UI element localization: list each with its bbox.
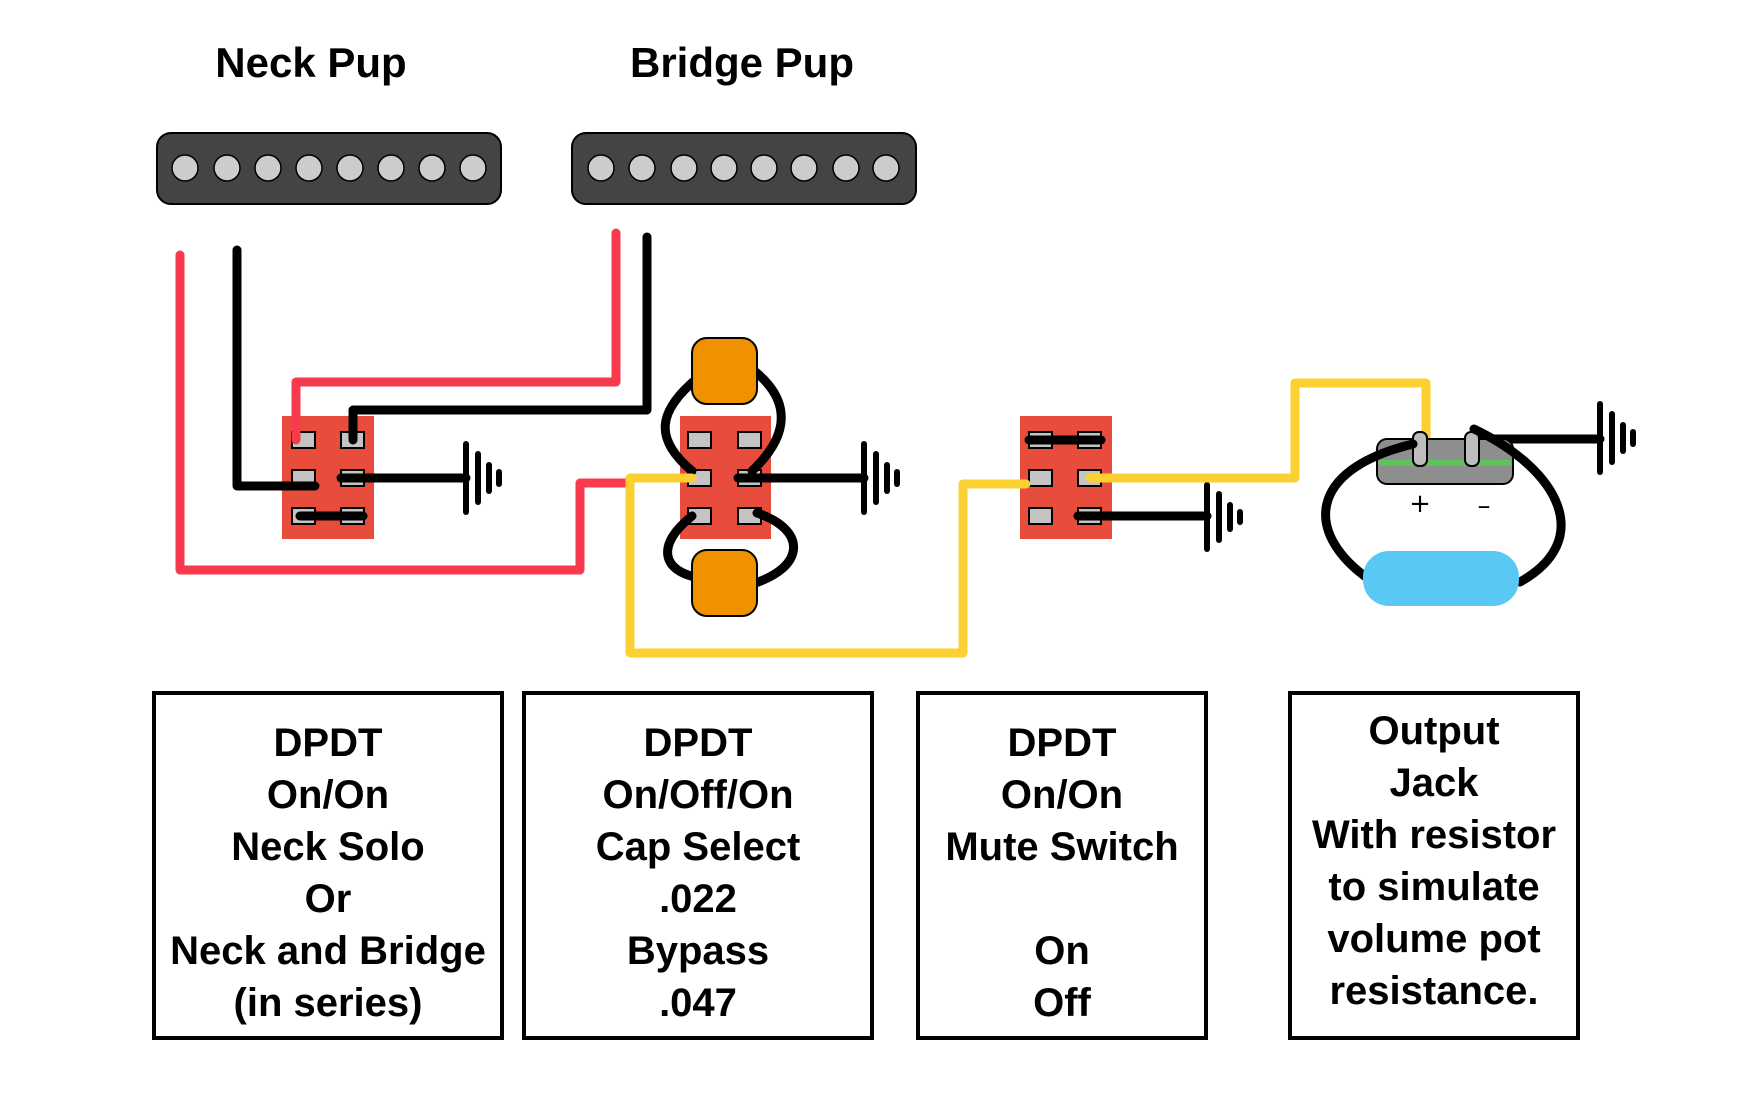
jack-minus-label: –	[1478, 491, 1491, 521]
info-line: volume pot	[1327, 917, 1541, 961]
signal-wires	[625, 378, 1431, 658]
neck-pickup-poles	[171, 154, 487, 182]
info-box-switch-1: DPDT On/On Neck Solo Or Neck and Bridge …	[152, 691, 504, 1040]
info-line: Off	[1033, 981, 1091, 1025]
info-box-switch-2: DPDT On/Off/On Cap Select .022 Bypass .0…	[522, 691, 874, 1040]
info-line: DPDT	[273, 721, 383, 765]
bridge-pickup-poles	[587, 154, 900, 182]
info-line: Neck Solo	[231, 825, 425, 869]
info-line: .022	[659, 877, 737, 921]
bridge-pickup-label: Bridge Pup	[630, 39, 854, 86]
info-line: Or	[304, 877, 352, 921]
info-line: Bypass	[626, 929, 770, 973]
info-line: Cap Select	[595, 825, 801, 869]
neck-pickup	[156, 132, 502, 205]
info-line: (in series)	[233, 981, 423, 1025]
info-box-output-jack: Output Jack With resistor to simulate vo…	[1288, 691, 1580, 1040]
capacitor-bottom	[663, 508, 798, 617]
info-box-switch-3: DPDT On/On Mute Switch On Off	[916, 691, 1208, 1040]
info-line: On/On	[266, 773, 390, 817]
ground-symbol-4	[1597, 401, 1636, 475]
ground-symbol-3	[1204, 482, 1243, 552]
info-line: Output	[1368, 709, 1500, 753]
info-line: .047	[659, 981, 737, 1025]
bridge-pickup	[571, 132, 917, 205]
ground-symbol-2	[861, 441, 900, 515]
jack-resistor-leads	[1321, 424, 1566, 587]
info-line: Neck and Bridge	[170, 929, 486, 973]
info-line: With resistor	[1311, 813, 1557, 857]
info-line: DPDT	[1007, 721, 1117, 765]
capacitor-top	[660, 337, 786, 476]
info-line: to simulate	[1328, 865, 1540, 909]
info-line: On	[1034, 929, 1090, 973]
info-line: DPDT	[643, 721, 753, 765]
info-line: On/On	[1000, 773, 1124, 817]
hot-wires	[175, 228, 635, 575]
jack-plus-label: +	[1409, 489, 1431, 519]
resistor	[1363, 551, 1519, 606]
info-line: On/Off/On	[602, 773, 794, 817]
info-line: resistance.	[1329, 969, 1539, 1013]
output-jack: + –	[1376, 431, 1514, 521]
ground-symbol-1	[463, 441, 502, 515]
info-line: Jack	[1389, 761, 1479, 805]
neck-pickup-label: Neck Pup	[215, 39, 406, 86]
info-line: Mute Switch	[945, 825, 1179, 869]
